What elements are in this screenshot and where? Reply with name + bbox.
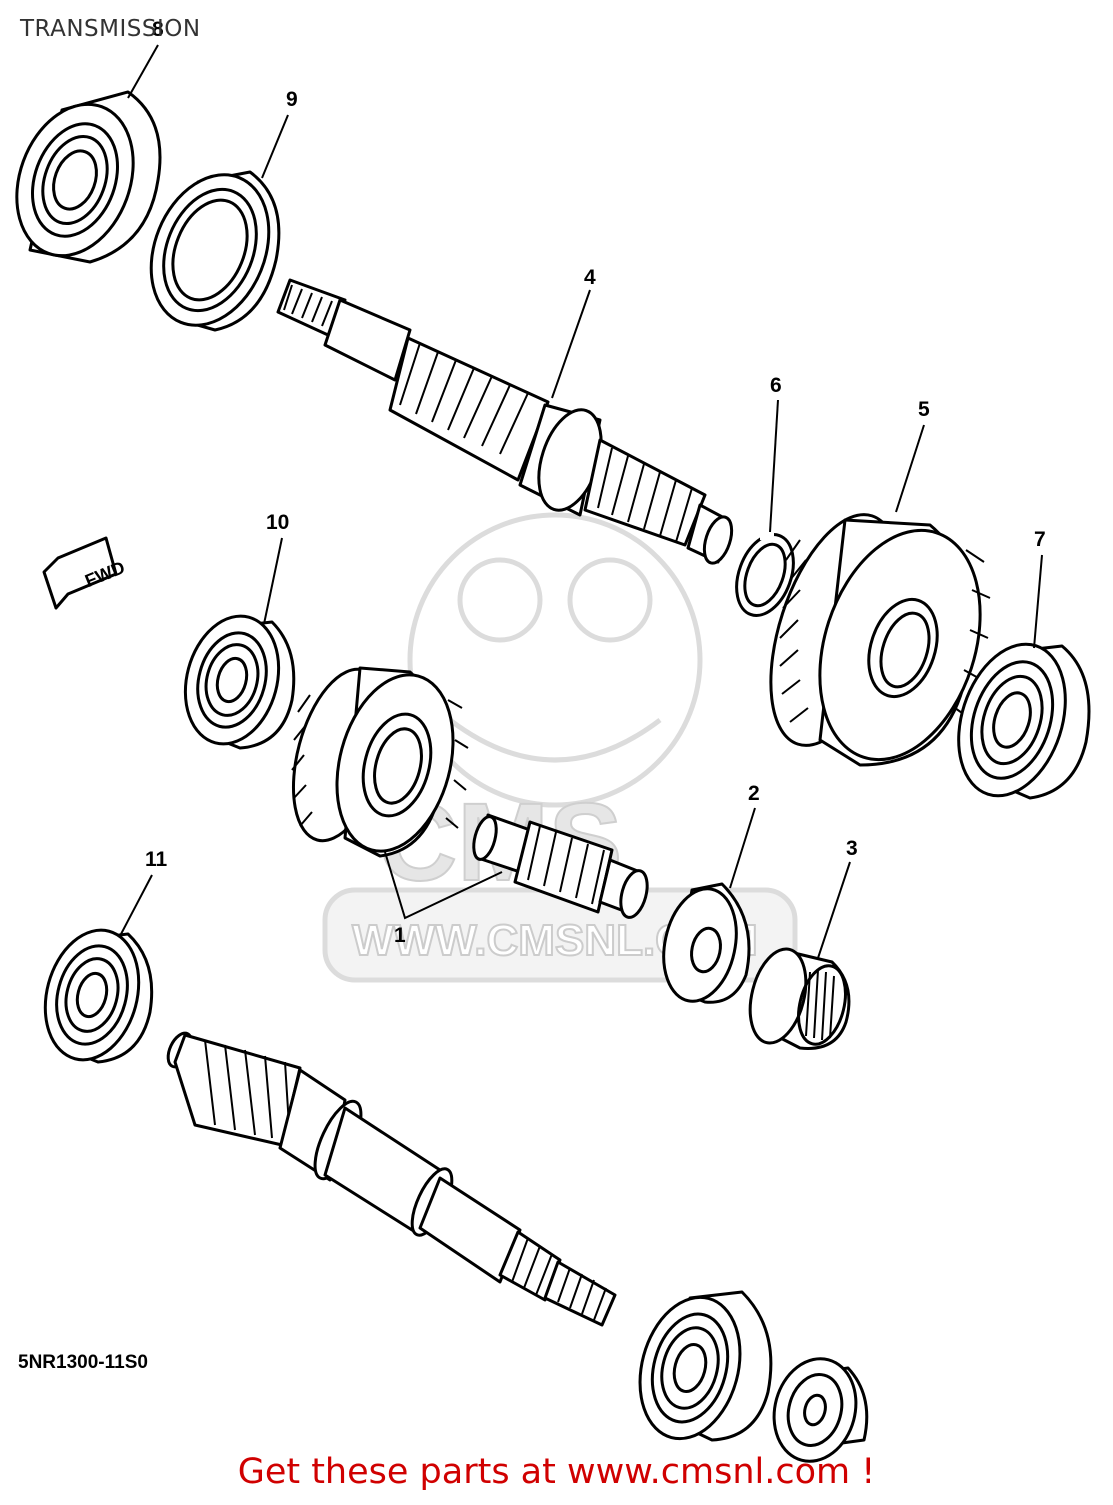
leader-11 (119, 874, 153, 937)
drive-axle[interactable] (163, 1029, 617, 1327)
callout-3: 3 (846, 837, 858, 860)
leader-2 (729, 807, 756, 889)
diagram-code: 5NR1300-11S0 (18, 1352, 148, 1373)
part-9-oil-seal[interactable] (130, 157, 290, 343)
leader-1 (384, 851, 503, 920)
callout-6: 6 (770, 374, 782, 397)
part-10-bearing[interactable] (172, 606, 296, 755)
callout-5: 5 (918, 398, 930, 421)
fwd-arrow-icon: FWD (42, 536, 128, 610)
callout-11: 11 (145, 848, 168, 871)
leader-8 (127, 44, 159, 99)
callout-10: 10 (266, 511, 289, 534)
part-2-washer[interactable] (654, 882, 751, 1008)
callout-4: 4 (584, 266, 596, 289)
leader-9 (261, 114, 289, 179)
part-3-needle-bearing[interactable] (741, 943, 853, 1050)
page-title: TRANSMISSION (20, 16, 201, 42)
leader-5 (895, 424, 925, 513)
callout-8: 8 (152, 18, 164, 41)
part-1-drive-gear-pair[interactable] (277, 659, 652, 920)
axle-oil-seal[interactable] (763, 1349, 869, 1470)
callout-2: 2 (748, 782, 760, 805)
callout-1: 1 (394, 924, 406, 947)
part-11-bearing[interactable] (31, 920, 154, 1071)
leader-3 (817, 861, 851, 959)
part-6-circlip[interactable] (726, 527, 804, 624)
part-8-bearing[interactable] (0, 88, 162, 272)
part-7-bearing[interactable] (940, 630, 1091, 809)
leader-7 (1033, 554, 1043, 649)
callout-9: 9 (286, 88, 298, 111)
leader-10 (263, 537, 283, 625)
callout-7: 7 (1034, 528, 1046, 551)
footer-link[interactable]: Get these parts at www.cmsnl.com ! (237, 1452, 876, 1492)
part-4-main-axle[interactable] (276, 278, 737, 567)
leader-4 (551, 289, 591, 399)
axle-bearing[interactable] (625, 1286, 773, 1450)
leader-6 (769, 399, 779, 533)
part-5-driven-gear[interactable] (746, 499, 1008, 781)
